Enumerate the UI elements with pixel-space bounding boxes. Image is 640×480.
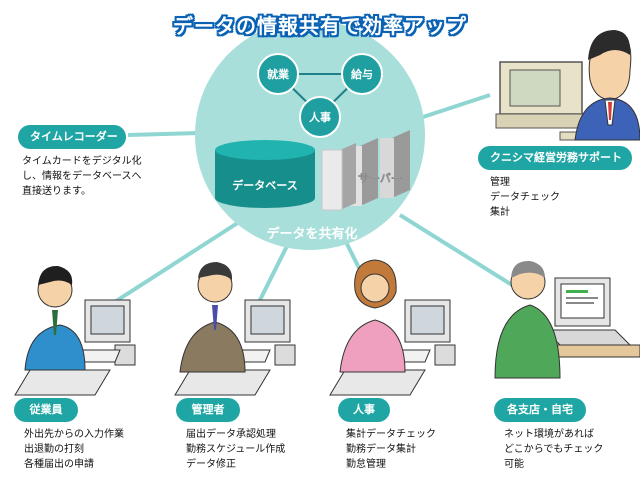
connector-kunishima: [419, 93, 491, 120]
node-shugyo: [257, 53, 299, 95]
role-description-employee: 外出先からの入力作業 出退勤の打刻 各種届出の申請: [24, 427, 124, 472]
remote-worker-illustration: [494, 260, 640, 379]
office-worker-illustration: [495, 30, 640, 141]
node-jinji: [299, 96, 341, 138]
connector-branch: [398, 213, 522, 292]
role-description-manager: 届出データ承認処理 勤務スケジュール作成 データ修正: [186, 427, 285, 472]
share-label: データを共有化: [266, 226, 357, 242]
description-line: 各種届出の申請: [24, 459, 94, 470]
kunishima-description: 管理 データチェック 集計: [490, 175, 560, 220]
node-label: 人事: [309, 110, 331, 124]
description-line: ネット環境があれば: [504, 429, 594, 440]
page-title: データの情報共有で効率アップ: [173, 14, 467, 38]
role-label-employee: 従業員: [14, 398, 78, 422]
database-icon: [215, 140, 315, 208]
connector-employee: [108, 213, 252, 307]
time-recorder-description: タイムカードをデジタル化 し、情報をデータベースへ 直接送ります。: [22, 154, 142, 199]
database-label: データベース: [232, 178, 297, 192]
node-kyuyo: [341, 53, 383, 95]
node-label: 就業: [267, 67, 290, 81]
description-line: 出退勤の打刻: [24, 444, 84, 455]
description-line: どこからでもチェック: [504, 444, 604, 455]
manager-illustration: [174, 262, 296, 396]
description-line: 集計データチェック: [346, 429, 436, 440]
description-line: 届出データ承認処理: [186, 429, 276, 440]
time-recorder-label: タイムレコーダー: [18, 125, 126, 149]
kunishima-label: クニシマ経営労務サポート: [478, 146, 632, 170]
server-icon: [321, 130, 410, 211]
connector-manager: [253, 239, 292, 311]
description-line: 勤務スケジュール作成: [186, 444, 286, 455]
description-line: 勤務データ集計: [346, 444, 416, 455]
role-description-hr: 集計データチェック 勤務データ集計 勤怠管理: [346, 427, 436, 472]
server-label: サーバー: [358, 172, 402, 185]
description-line: 勤怠管理: [346, 459, 386, 470]
description-line: 可能: [504, 459, 524, 470]
hr-staff-illustration: [329, 259, 456, 396]
description-line: し、情報をデータベースへ: [22, 171, 142, 182]
role-label-branch-home: 各支店・自宅: [494, 398, 586, 422]
description-line: データチェック: [490, 192, 560, 203]
connector-time-recorder: [127, 131, 201, 137]
node-label: 給与: [351, 67, 373, 81]
description-line: タイムカードをデジタル化: [22, 156, 142, 167]
description-line: 直接送ります。: [22, 186, 91, 197]
description-line: 管理: [490, 177, 510, 188]
description-line: 外出先からの入力作業: [24, 429, 124, 440]
description-line: 集計: [490, 207, 510, 218]
role-label-manager: 管理者: [176, 398, 240, 422]
employee-illustration: [14, 265, 136, 396]
role-label-hr: 人事: [338, 398, 390, 422]
description-line: データ修正: [186, 459, 236, 470]
role-description-branch-home: ネット環境があれば どこからでもチェック 可能: [504, 427, 603, 472]
